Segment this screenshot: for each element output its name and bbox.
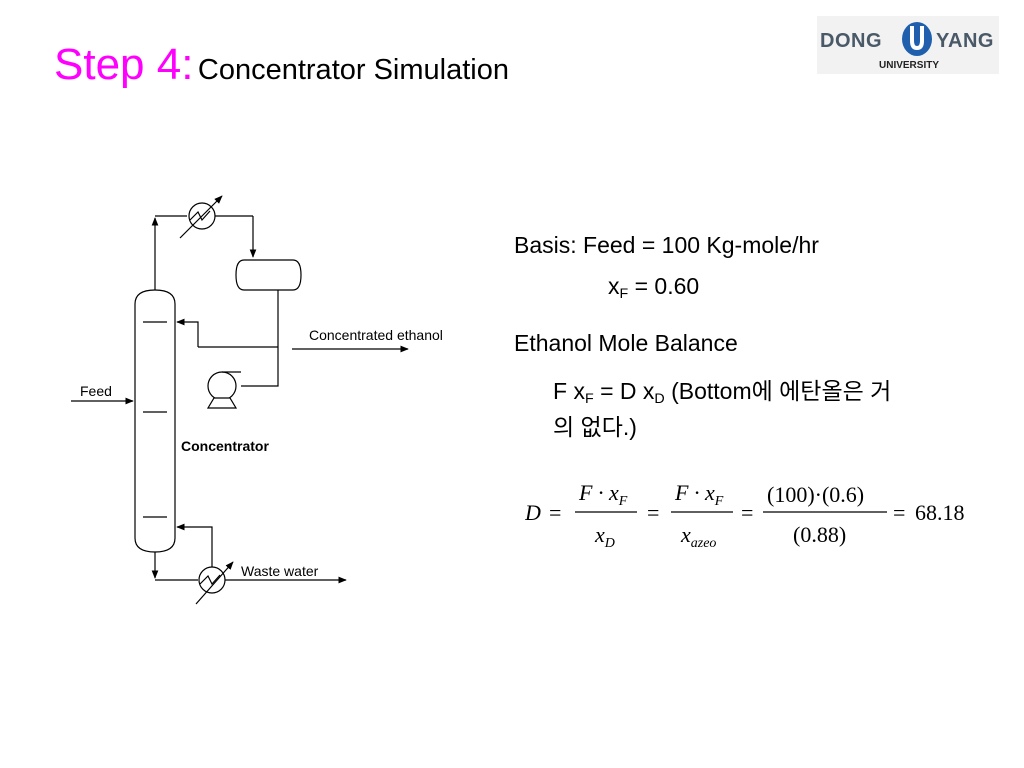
- basis-text: Basis: Feed = 100 Kg-mole/hr: [514, 232, 819, 258]
- reflux-drum: [235, 259, 302, 291]
- waste-water-label: Waste water: [241, 563, 319, 579]
- eq-num1: F · xF: [578, 480, 628, 509]
- eq-sign: =: [893, 500, 905, 525]
- eq-result: 68.18: [915, 500, 965, 525]
- eq-den2: xazeo: [680, 522, 716, 551]
- title-step: Step 4:: [54, 40, 194, 89]
- concentrator-column: [134, 289, 176, 553]
- distillate-equation: D = F · xF xD = F · xF xazeo = (100)·(0.…: [525, 480, 965, 551]
- drum-outlet-line: [241, 290, 279, 387]
- logo-word-left: DONG: [820, 30, 882, 52]
- slide-title: Step 4: Concentrator Simulation: [54, 40, 509, 90]
- eq-den3: (0.88): [793, 522, 846, 547]
- balance-heading: Ethanol Mole Balance: [514, 330, 738, 356]
- feed-fraction-text: xF = 0.60: [608, 273, 700, 302]
- condenser-utility-arrow: [179, 195, 223, 239]
- eq-sign: =: [647, 500, 659, 525]
- reboiler-return-line: [176, 523, 213, 567]
- logo-emblem-icon: [902, 22, 932, 56]
- pump-base: [206, 397, 238, 409]
- eq-num2: F · xF: [674, 480, 724, 509]
- title-subtitle: Concentrator Simulation: [197, 54, 509, 86]
- eq-num3: (100)·(0.6): [767, 482, 864, 507]
- concentrator-label: Concentrator: [181, 438, 269, 454]
- balance-equation: F xF = D xD (Bottom에 에탄올은 거: [553, 378, 892, 407]
- concentrated-ethanol-label: Concentrated ethanol: [309, 327, 443, 343]
- reflux-line: [176, 318, 199, 347]
- eq-lhs: D: [525, 500, 541, 525]
- logo-word-bottom: UNIVERSITY: [879, 60, 940, 71]
- condenser-coil: [189, 210, 211, 222]
- logo-word-right: YANG: [936, 30, 994, 52]
- eq-sign: =: [741, 500, 753, 525]
- reflux-pump-icon: [207, 371, 237, 401]
- reboiler-coil: [199, 574, 221, 586]
- eq-den1: xD: [594, 522, 615, 551]
- reboiler-utility-arrow: [195, 561, 234, 605]
- balance-note-line2: 의 없다.): [553, 414, 637, 440]
- eq-sign: =: [549, 500, 561, 525]
- university-logo: DONG YANG UNIVERSITY: [817, 16, 999, 74]
- reboiler-icon: [198, 566, 226, 594]
- feed-label: Feed: [80, 383, 112, 399]
